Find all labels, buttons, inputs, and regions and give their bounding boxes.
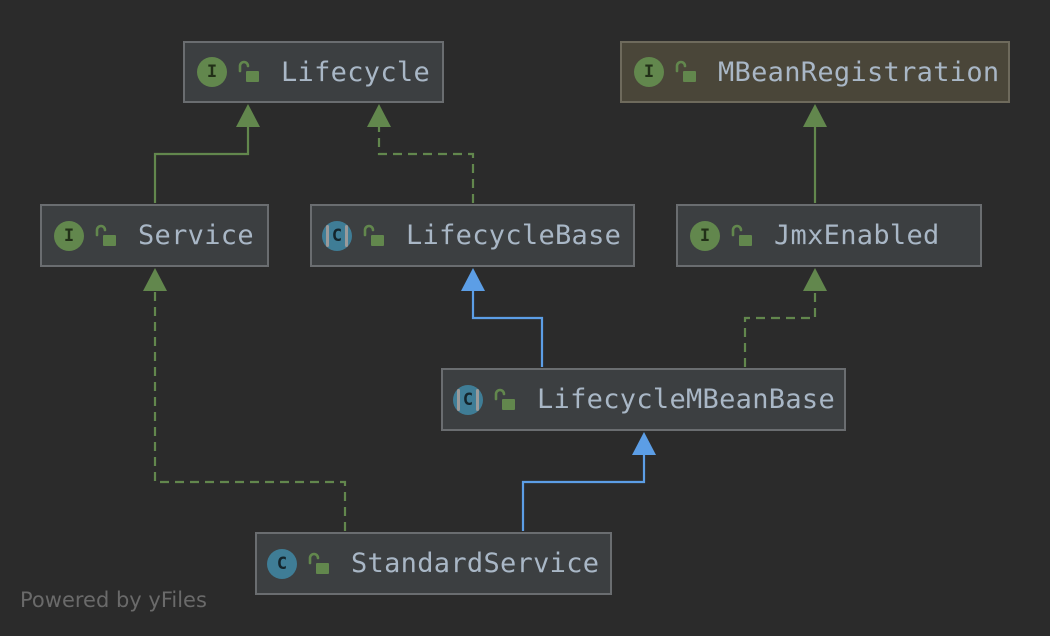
node-service[interactable]: I Service <box>40 204 269 267</box>
node-lifecyclembeanbase[interactable]: C LifecycleMBeanBase <box>441 368 846 431</box>
interface-icon: I <box>690 220 720 251</box>
unlocked-padlock-icon <box>493 388 517 412</box>
edge-line <box>153 126 250 203</box>
edge-jmxenabled-to-mbeanregistration <box>803 104 827 203</box>
unlocked-padlock-icon <box>362 224 386 248</box>
unlocked-padlock-icon <box>307 552 331 576</box>
unlocked-padlock-icon <box>730 224 754 248</box>
node-lifecycle[interactable]: I Lifecycle <box>183 41 444 103</box>
node-mbeanregistration[interactable]: I MBeanRegistration <box>620 41 1010 103</box>
node-label: Lifecycle <box>281 56 430 88</box>
abstract-class-icon: C <box>453 384 483 415</box>
node-label: LifecycleMBeanBase <box>537 384 835 415</box>
node-label: MBeanRegistration <box>718 56 1000 88</box>
edge-line <box>153 290 347 531</box>
arrowhead <box>143 268 167 291</box>
edge-line <box>521 454 646 531</box>
interface-icon: I <box>197 57 227 87</box>
node-label: Service <box>138 220 254 251</box>
class-icon: C <box>267 548 297 579</box>
arrowhead <box>632 432 656 455</box>
edge-standardservice-to-lifecyclembeanbase <box>521 432 656 531</box>
edge-standardservice-to-service <box>143 268 347 531</box>
arrowhead <box>236 104 260 127</box>
edge-line <box>743 290 817 367</box>
node-jmxenabled[interactable]: I JmxEnabled <box>676 204 982 267</box>
watermark: Powered by yFiles <box>20 588 207 612</box>
edge-lifecyclembeanbase-to-lifecyclebase <box>461 268 544 367</box>
unlocked-padlock-icon <box>94 224 118 248</box>
edge-lifecyclebase-to-lifecycle <box>367 104 475 203</box>
abstract-class-icon: C <box>322 220 352 251</box>
edge-lifecyclembeanbase-to-jmxenabled <box>743 268 827 367</box>
interface-icon: I <box>54 220 84 251</box>
node-label: JmxEnabled <box>774 220 940 251</box>
node-lifecyclebase[interactable]: C LifecycleBase <box>310 204 635 267</box>
edge-service-to-lifecycle <box>153 104 260 203</box>
node-label: LifecycleBase <box>406 220 622 251</box>
arrowhead <box>803 104 827 127</box>
interface-icon: I <box>634 57 664 87</box>
node-standardservice[interactable]: C StandardService <box>255 532 612 595</box>
edge-layer <box>143 104 827 531</box>
arrowhead <box>461 268 485 291</box>
unlocked-padlock-icon <box>237 60 261 84</box>
edge-line <box>377 126 475 203</box>
unlocked-padlock-icon <box>674 60 698 84</box>
arrowhead <box>803 268 827 291</box>
node-label: StandardService <box>351 548 600 579</box>
arrowhead <box>367 104 391 127</box>
edge-line <box>471 290 544 367</box>
